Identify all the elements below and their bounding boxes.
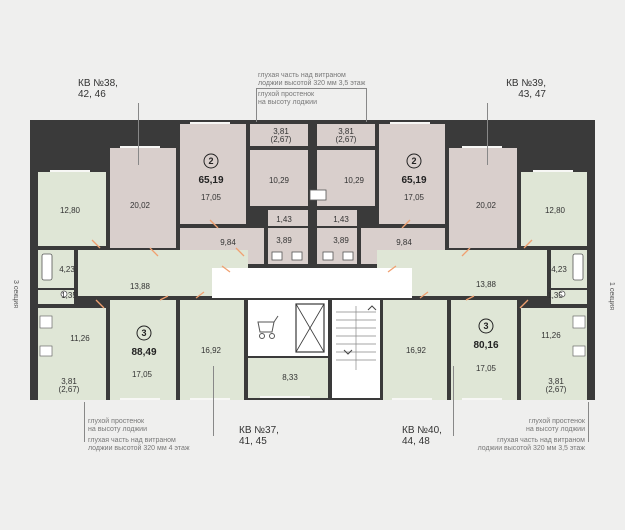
room bbox=[38, 172, 106, 246]
room bbox=[317, 210, 357, 226]
stove-icons bbox=[39, 315, 586, 357]
room-areas: 12,80 20,02 17,05 10,29 10,29 17,05 20,0… bbox=[59, 127, 568, 394]
room bbox=[110, 300, 176, 400]
apt-label-kv40: КВ №40, 44, 48 bbox=[402, 425, 442, 447]
leader-line bbox=[487, 103, 488, 165]
room-area: 1,35 bbox=[61, 291, 77, 300]
loggia bbox=[250, 124, 308, 146]
room-area: 1,35 bbox=[547, 291, 563, 300]
room-area: 9,84 bbox=[220, 238, 236, 247]
room-area: 17,05 bbox=[132, 370, 153, 379]
rooms-badge bbox=[203, 153, 219, 169]
room-area: 9,84 bbox=[396, 238, 412, 247]
apt-label-kv37: КВ №37, 41, 45 bbox=[239, 425, 279, 447]
leader-line bbox=[256, 88, 366, 89]
room bbox=[449, 148, 517, 248]
room-area: 20,02 bbox=[130, 201, 151, 210]
room-area: 17,05 bbox=[201, 193, 222, 202]
room-area: 16,92 bbox=[406, 346, 427, 355]
room bbox=[248, 358, 328, 398]
section-label-left: 3 секция bbox=[12, 280, 19, 308]
apt-label-kv39: КВ №39, 43, 47 bbox=[506, 78, 546, 100]
room-area: 12,80 bbox=[60, 206, 81, 215]
room-area: 17,05 bbox=[476, 364, 497, 373]
room bbox=[250, 150, 308, 206]
note-top: глухая часть над витраном лоджии высотой… bbox=[258, 72, 366, 106]
rooms-badge bbox=[478, 318, 494, 334]
door-markers bbox=[91, 219, 533, 309]
stair-arrow-up-icon bbox=[367, 305, 377, 311]
note-bottom-right: глухой простенок на высоту лоджии глухая… bbox=[477, 418, 585, 452]
corridor bbox=[212, 268, 412, 298]
room bbox=[180, 124, 246, 224]
loggia bbox=[543, 374, 587, 400]
room-area: (2,67) bbox=[271, 135, 292, 144]
room-area: (2,67) bbox=[546, 385, 567, 394]
room-area: (2,67) bbox=[59, 385, 80, 394]
room-area: 3,81 bbox=[338, 127, 354, 136]
apt-label-kv38: КВ №38, 42, 46 bbox=[78, 78, 118, 100]
room-area: 10,29 bbox=[269, 176, 290, 185]
room-area: 3,89 bbox=[276, 236, 292, 245]
stairs bbox=[336, 306, 376, 370]
elevator-shaft bbox=[295, 303, 325, 353]
elevator-hall bbox=[248, 300, 328, 356]
room-area: 3,89 bbox=[333, 236, 349, 245]
leader-line bbox=[453, 366, 454, 436]
room-area: 11,26 bbox=[541, 331, 561, 340]
leader-line bbox=[213, 366, 214, 436]
room bbox=[268, 210, 308, 226]
room-area: 1,43 bbox=[276, 215, 292, 224]
badge-rooms: 2 bbox=[411, 156, 416, 166]
room-area: 4,23 bbox=[59, 265, 75, 274]
room-area: 3,81 bbox=[273, 127, 289, 136]
leader-line bbox=[138, 103, 139, 165]
loggia bbox=[317, 124, 375, 146]
rooms-badge bbox=[406, 153, 422, 169]
stroller-icon bbox=[257, 315, 279, 339]
badge-rooms: 2 bbox=[208, 156, 213, 166]
room-area: 8,33 bbox=[282, 373, 298, 382]
badge-area: 65,19 bbox=[198, 175, 223, 186]
room bbox=[110, 148, 176, 248]
room bbox=[451, 300, 517, 400]
stair-arrow-down-icon bbox=[343, 349, 353, 355]
room-area: 3,81 bbox=[548, 377, 564, 386]
badge-area: 88,49 bbox=[131, 347, 156, 358]
leader-line bbox=[366, 88, 367, 122]
room-area: 11,26 bbox=[70, 334, 90, 343]
room-area: 12,80 bbox=[545, 206, 566, 215]
room bbox=[317, 150, 375, 206]
room bbox=[180, 300, 244, 400]
room-area: 13,88 bbox=[130, 282, 151, 291]
room-area: (2,67) bbox=[336, 135, 357, 144]
rooms-badge bbox=[136, 325, 152, 341]
section-label-right: 1 секция bbox=[608, 282, 615, 310]
note-bottom-left: глухой простенок на высоту лоджии глухая… bbox=[88, 418, 190, 452]
room bbox=[383, 300, 447, 400]
room-area: 4,23 bbox=[551, 265, 567, 274]
room-area: 3,81 bbox=[61, 377, 77, 386]
leader-line bbox=[256, 88, 257, 122]
room-area: 10,29 bbox=[344, 176, 365, 185]
badge-area: 80,16 bbox=[473, 340, 498, 351]
room-area: 20,02 bbox=[476, 201, 497, 210]
leader-line bbox=[84, 402, 85, 442]
elevator-cross bbox=[295, 303, 325, 353]
room-area: 17,05 bbox=[404, 193, 425, 202]
badge-rooms: 3 bbox=[141, 328, 146, 338]
badge-rooms: 3 bbox=[483, 321, 488, 331]
badge-area: 65,19 bbox=[401, 175, 426, 186]
room bbox=[521, 172, 587, 246]
room-area: 16,92 bbox=[201, 346, 222, 355]
windows bbox=[50, 122, 573, 400]
bathroom-fixtures bbox=[41, 189, 584, 298]
loggia bbox=[38, 374, 82, 400]
room-area: 1,43 bbox=[333, 215, 349, 224]
apartment-badges: 2 65,19 2 65,19 3 88,49 3 80,16 bbox=[131, 153, 499, 358]
room bbox=[379, 124, 445, 224]
room-area: 13,88 bbox=[476, 280, 497, 289]
leader-line bbox=[588, 402, 589, 442]
